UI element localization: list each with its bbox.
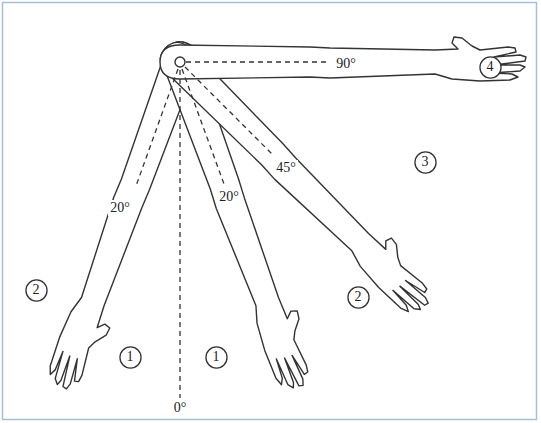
callout-circle: 1 — [205, 346, 228, 369]
circle-shape — [205, 346, 226, 367]
callout-number: 4 — [487, 60, 494, 74]
callout-number: 3 — [422, 155, 429, 169]
callout-number: 2 — [355, 290, 362, 304]
arm-90 — [160, 37, 526, 81]
angle-label: 0° — [172, 400, 189, 416]
circle-shape — [479, 56, 500, 77]
circle-shape — [414, 151, 435, 172]
callout-circle: 2 — [347, 286, 370, 309]
pivot-point — [175, 57, 185, 67]
angle-label: 90° — [334, 56, 358, 72]
angle-line — [136, 69, 178, 186]
callout-number: 1 — [213, 350, 220, 364]
callout-number: 1 — [127, 350, 134, 364]
callout-number: 2 — [33, 283, 40, 297]
frame — [3, 3, 537, 420]
angle-label: 20° — [217, 189, 241, 205]
circle-shape — [25, 279, 46, 300]
callout-circle: 3 — [414, 151, 437, 174]
axis-line — [179, 70, 180, 398]
callout-circle: 4 — [479, 56, 502, 79]
angle-line — [182, 69, 224, 184]
angle-line — [185, 67, 273, 155]
circle-shape — [347, 286, 368, 307]
callout-circle: 1 — [119, 346, 142, 369]
angle-label: 20° — [108, 200, 132, 216]
circle-shape — [119, 346, 140, 367]
callout-circle: 2 — [25, 279, 48, 302]
angle-label: 45° — [274, 160, 298, 176]
angle-line — [186, 61, 330, 62]
